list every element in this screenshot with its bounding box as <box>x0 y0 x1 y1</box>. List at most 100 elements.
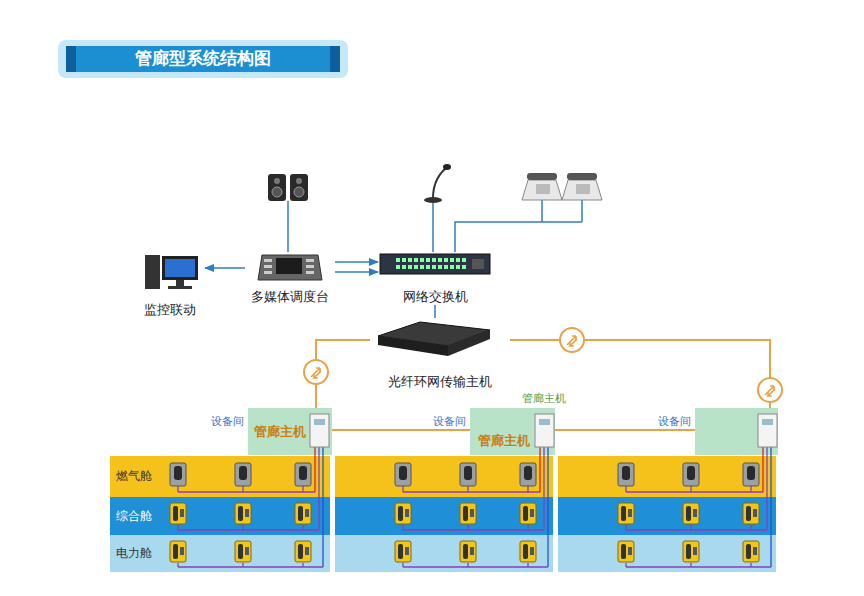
phone-keypad <box>305 509 309 517</box>
node-label: 管廊主机 <box>254 424 306 440</box>
waterproof-phone <box>460 503 476 524</box>
fiber-ring-line <box>555 429 695 431</box>
waterproof-phone <box>295 541 311 562</box>
explosion-proof-phone <box>520 463 536 486</box>
phone-handset <box>173 506 178 521</box>
phone-handset <box>463 506 468 521</box>
cabin-bus-wire <box>403 529 544 530</box>
computer-stand <box>168 286 192 289</box>
fiber-host-node: 光纤环网传输主机 <box>370 318 510 390</box>
cabin-band: 电力舱 <box>110 535 330 572</box>
connector <box>332 429 470 431</box>
phone-handset <box>298 506 303 521</box>
phone-keypad <box>530 547 534 555</box>
phone-wire <box>581 200 583 222</box>
phone-handset <box>239 466 247 480</box>
computer-node: 监控联动 <box>135 245 205 318</box>
phone-handset <box>686 506 691 521</box>
cabin-bus-wire <box>403 491 540 492</box>
switch-port <box>402 265 406 269</box>
connector <box>434 305 436 318</box>
desk-phone-handset <box>527 173 557 180</box>
phone-handset <box>524 466 532 480</box>
switch-port <box>438 258 442 262</box>
waterproof-phone <box>170 541 186 562</box>
node-label: 监控联动 <box>144 302 196 318</box>
switch-port <box>408 265 412 269</box>
speaker-cone <box>294 187 304 197</box>
desk-phone-handset <box>567 173 597 180</box>
switch-port <box>396 258 400 262</box>
waterproof-phone <box>395 541 411 562</box>
transmission-arrow <box>570 339 577 346</box>
desk-phone-keypad <box>536 184 550 194</box>
title-banner-end <box>330 46 340 72</box>
cabin-band-fill <box>110 456 330 497</box>
cabin-feeder-wire <box>770 447 771 567</box>
phone-drop-wire <box>690 525 691 530</box>
room-label: 设备间 <box>211 415 244 428</box>
cabin-band <box>558 456 776 497</box>
computer-tower <box>145 255 160 289</box>
console-key <box>264 271 272 274</box>
computer-stand <box>176 280 184 286</box>
cabin-bus-wire <box>626 491 763 492</box>
phone-drop-wire <box>625 563 626 567</box>
phone-drop-wire <box>467 563 468 567</box>
switch-port <box>432 265 436 269</box>
host-device-panel <box>314 419 325 425</box>
cabin-feeder-wire <box>322 447 323 567</box>
waterproof-phone <box>683 541 699 562</box>
title-banner-end <box>66 46 76 72</box>
phone-keypad <box>405 509 409 517</box>
fiber-host-side <box>448 330 490 356</box>
microphone-stem <box>433 168 446 198</box>
transmission-arrow <box>314 371 321 378</box>
waterproof-phone <box>743 503 759 524</box>
phone-keypad <box>180 547 184 555</box>
phone-handset <box>523 544 528 559</box>
waterproof-phone <box>520 541 536 562</box>
switch-port <box>408 258 412 262</box>
transmission-symbol <box>560 328 584 352</box>
cabin-bus-wire <box>178 491 315 492</box>
explosion-proof-phone <box>683 463 699 486</box>
waterproof-phone <box>395 503 411 524</box>
switch-port <box>438 265 442 269</box>
switch-port <box>462 258 466 262</box>
transmission-arrow <box>311 368 320 377</box>
phone-handset <box>238 544 243 559</box>
computer-monitor <box>162 256 198 280</box>
fiber-host-front <box>378 336 448 356</box>
phone-handset <box>174 466 182 480</box>
switch-port <box>456 258 460 262</box>
phone-drop-wire <box>527 563 528 567</box>
phone-drop-wire <box>242 563 243 567</box>
phone-keypad <box>628 509 632 517</box>
gallery-host-device <box>535 414 554 447</box>
console-key <box>306 271 314 274</box>
phone-keypad <box>245 547 249 555</box>
host-device-panel <box>539 419 550 425</box>
console-screen <box>276 258 302 274</box>
cabin-bus-wire <box>403 566 548 567</box>
title-text: 管廊型系统结构图 <box>66 48 340 68</box>
cabin-band <box>335 535 553 572</box>
phone-handset <box>622 466 630 480</box>
phone-keypad <box>245 509 249 517</box>
transmission-arrow <box>765 386 774 395</box>
transmission-arrow <box>567 336 576 345</box>
console-node: 多媒体调度台 <box>245 245 335 305</box>
phone-drop-wire <box>527 525 528 530</box>
fiber-ring-line <box>510 340 770 408</box>
explosion-proof-phone <box>743 463 759 486</box>
transmission-symbol <box>304 360 328 384</box>
node-label: 网络交换机 <box>403 289 468 305</box>
node-label: 光纤环网传输主机 <box>388 374 492 390</box>
waterproof-phone <box>460 541 476 562</box>
phone-drop-wire <box>690 563 691 567</box>
node-label: 综合舱 <box>116 509 152 523</box>
switch-port <box>420 265 424 269</box>
waterproof-phone <box>235 541 251 562</box>
